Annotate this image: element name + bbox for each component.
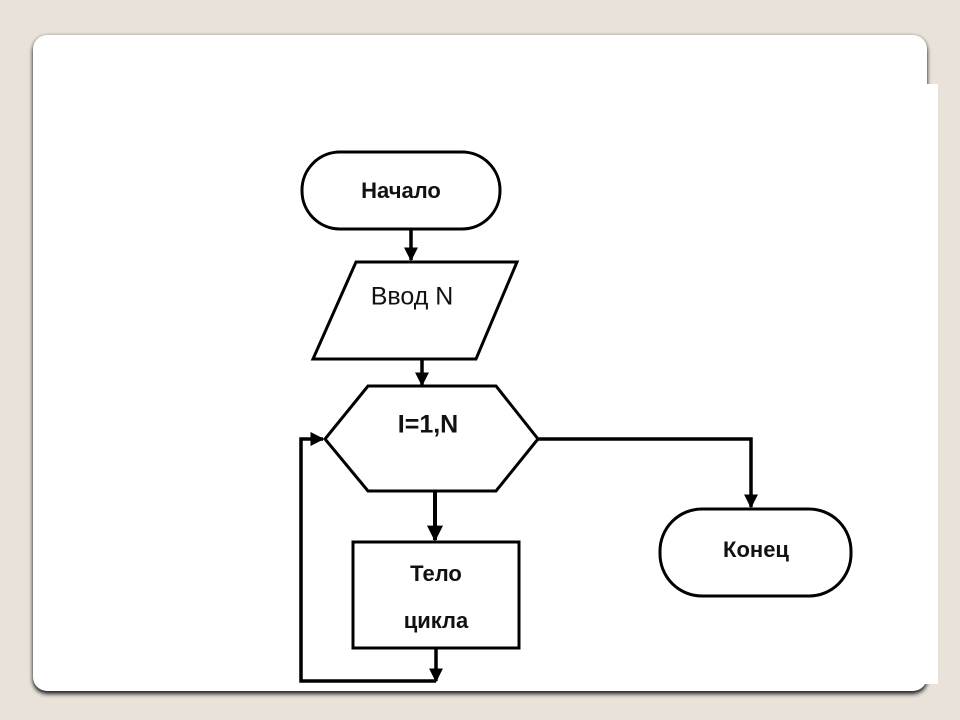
arrow-loop-to-end: [538, 437, 758, 509]
body-label-line2: цикла: [403, 608, 469, 633]
start-label: Начало: [361, 178, 441, 203]
input-parallelogram: [310, 260, 520, 361]
body-process: [351, 540, 521, 650]
input-label: Ввод N: [370, 282, 454, 311]
body-label-line1: Тело: [410, 561, 462, 586]
arrow-return-to-loop: [299, 432, 436, 683]
start-terminator: [300, 150, 502, 231]
end-terminator: [658, 507, 853, 598]
loop-hexagon: [323, 384, 540, 493]
end-label: Конец: [723, 537, 789, 562]
loop-label: I=1,N: [397, 410, 459, 439]
